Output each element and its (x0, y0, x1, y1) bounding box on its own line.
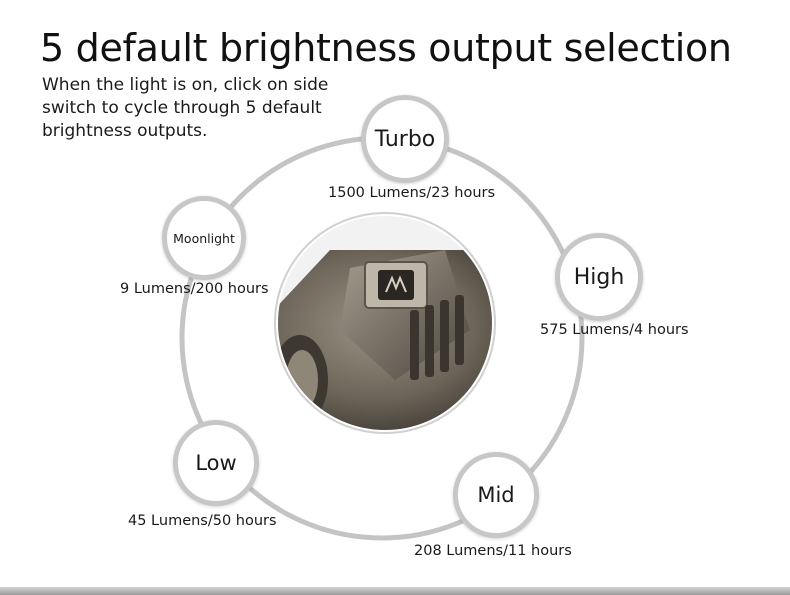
mode-bubble-mid: Mid (453, 452, 539, 538)
mode-output-turbo: 1500 Lumens/23 hours (328, 185, 496, 201)
mode-output-mid: 208 Lumens/11 hours (414, 543, 572, 559)
mode-output-high: 575 Lumens/4 hours (540, 322, 689, 338)
page-subtitle: When the light is on, click on side swit… (42, 75, 329, 141)
mode-bubble-turbo: Turbo (361, 95, 449, 183)
mode-bubble-moonlight: Moonlight (162, 196, 246, 280)
mode-name-mid: Mid (477, 483, 515, 507)
bottom-divider (0, 587, 790, 595)
mode-output-low: 45 Lumens/50 hours (128, 513, 277, 529)
mode-bubble-high: High (555, 233, 643, 321)
page-title: 5 default brightness output selection (40, 26, 732, 70)
mode-output-moonlight: 9 Lumens/200 hours (120, 281, 269, 297)
mode-name-high: High (573, 264, 625, 290)
mode-bubble-low: Low (173, 420, 259, 506)
mode-name-turbo: Turbo (374, 126, 436, 152)
mode-name-low: Low (195, 451, 237, 475)
flashlight-photo (274, 212, 496, 434)
mode-name-moonlight: Moonlight (173, 230, 235, 246)
